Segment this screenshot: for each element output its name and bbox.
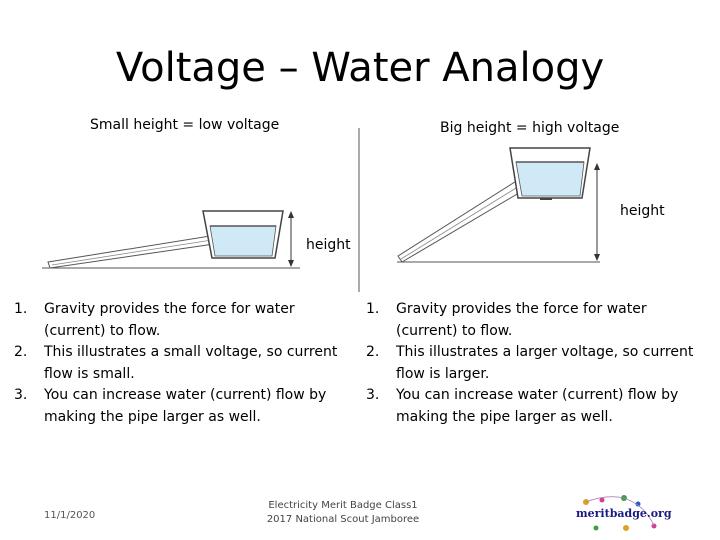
caption-big-height: Big height = high voltage	[440, 120, 620, 136]
right-setup	[397, 147, 600, 263]
list-item: 3.You can increase water (current) flow …	[366, 387, 679, 425]
left-setup	[42, 210, 300, 269]
footer-date: 11/1/2020	[44, 510, 96, 521]
footer-line-1: Electricity Merit Badge Class1	[268, 500, 418, 511]
height-label-left: height	[306, 237, 351, 253]
list-item: 1.Gravity provides the force for water (…	[366, 301, 647, 339]
logo-graphic	[583, 495, 657, 531]
left-pipe	[47, 235, 215, 269]
left-water	[209, 225, 277, 257]
meritbadge-logo: meritbadge.org	[566, 492, 676, 536]
right-water	[515, 161, 585, 197]
caption-small-height: Small height = low voltage	[90, 117, 280, 133]
slide-title: Voltage – Water Analogy	[115, 45, 605, 91]
height-label-right: height	[620, 203, 665, 219]
list-item: 1.Gravity provides the force for water (…	[14, 301, 295, 339]
list-item: 2.This illustrates a larger voltage, so …	[366, 344, 694, 382]
footer-line-2: 2017 National Scout Jamboree	[266, 514, 420, 525]
list-item: 2.This illustrates a small voltage, so c…	[14, 344, 338, 382]
left-points-list: 1.Gravity provides the force for water (…	[10, 299, 355, 428]
right-points-list: 1.Gravity provides the force for water (…	[362, 299, 710, 428]
right-pipe	[397, 179, 525, 263]
list-item: 3.You can increase water (current) flow …	[14, 387, 327, 425]
footer-caption: Electricity Merit Badge Class1 2017 Nati…	[250, 499, 436, 527]
logo-text: meritbadge.org	[576, 507, 672, 520]
